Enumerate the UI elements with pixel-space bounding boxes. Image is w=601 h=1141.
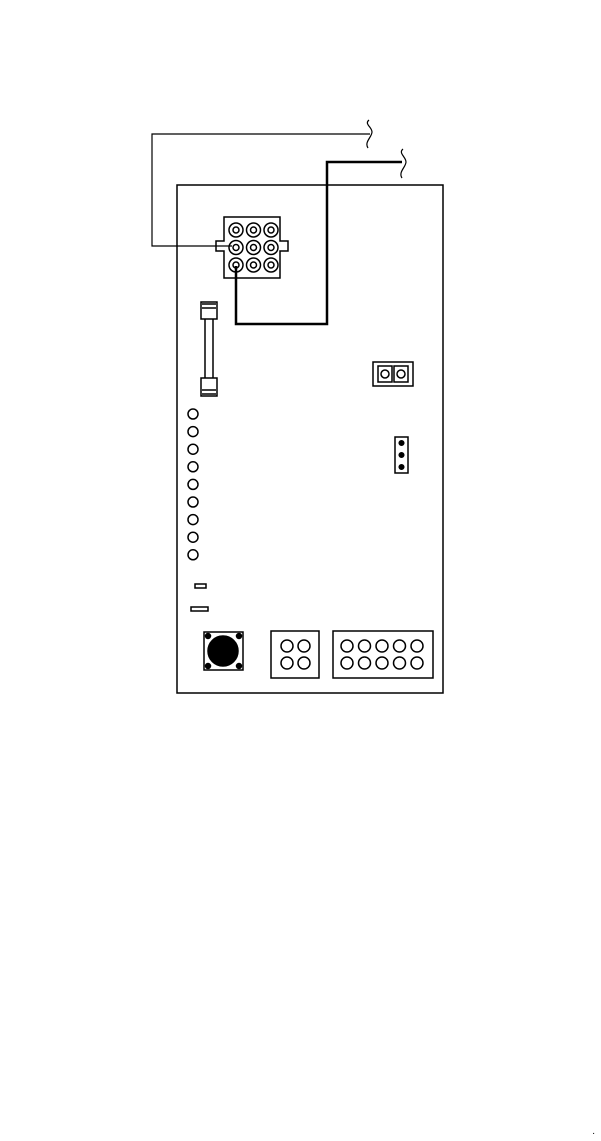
- led-6: [188, 497, 198, 507]
- fuse: [201, 302, 217, 396]
- large-connector-pin-9: [394, 657, 406, 669]
- small-connector-pin-4: [298, 657, 310, 669]
- page-number: .: [592, 1126, 595, 1137]
- molex-pin-row2-col1: [229, 241, 243, 255]
- molex-pin-row2-col2: [247, 241, 261, 255]
- molex-pin-row3-col2: [247, 258, 261, 272]
- board-group: [177, 185, 443, 693]
- led-2: [188, 427, 198, 437]
- led-4: [188, 462, 198, 472]
- molex-connector: [216, 217, 288, 278]
- three-pin-jumper: [395, 437, 408, 473]
- wire-2: [236, 162, 402, 324]
- small-connector-pin-1: [281, 640, 293, 652]
- small-connector: [271, 631, 319, 678]
- small-pads: [191, 584, 208, 611]
- molex-pin-row1-col2: [247, 223, 261, 237]
- led-1: [188, 409, 198, 419]
- jumper-pins: [399, 441, 404, 470]
- jumper-pin-1: [399, 441, 404, 446]
- large-connector-pin-1: [341, 640, 353, 652]
- jumper-pin-2: [399, 453, 404, 458]
- led-5: [188, 479, 198, 489]
- led-column: [188, 409, 198, 560]
- large-connector: [333, 631, 433, 678]
- large-connector-pin-10: [411, 657, 423, 669]
- two-pin-header: [373, 362, 413, 386]
- large-connector-pin-7: [359, 657, 371, 669]
- circuit-board-outline: [177, 185, 443, 693]
- large-connector-pin-5: [411, 640, 423, 652]
- small-connector-pin-3: [281, 657, 293, 669]
- large-connector-pin-3: [376, 640, 388, 652]
- molex-pin-row2-col3: [264, 241, 278, 255]
- small-connector-pin-2: [298, 640, 310, 652]
- wires: [152, 120, 406, 324]
- small-connector-pins: [281, 640, 310, 669]
- large-connector-pin-8: [376, 657, 388, 669]
- molex-pin-row1-col1: [229, 223, 243, 237]
- led-8: [188, 532, 198, 542]
- led-9: [188, 550, 198, 560]
- led-7: [188, 515, 198, 525]
- large-connector-pin-6: [341, 657, 353, 669]
- wire-2-break: [401, 149, 406, 178]
- molex-pins: [229, 223, 278, 272]
- large-connector-pin-4: [394, 640, 406, 652]
- push-button: [204, 632, 243, 670]
- large-connector-pin-2: [359, 640, 371, 652]
- molex-pin-row3-col3: [264, 258, 278, 272]
- jumper-pin-3: [399, 465, 404, 470]
- led-3: [188, 444, 198, 454]
- molex-pin-row1-col3: [264, 223, 278, 237]
- large-connector-pins: [341, 640, 423, 669]
